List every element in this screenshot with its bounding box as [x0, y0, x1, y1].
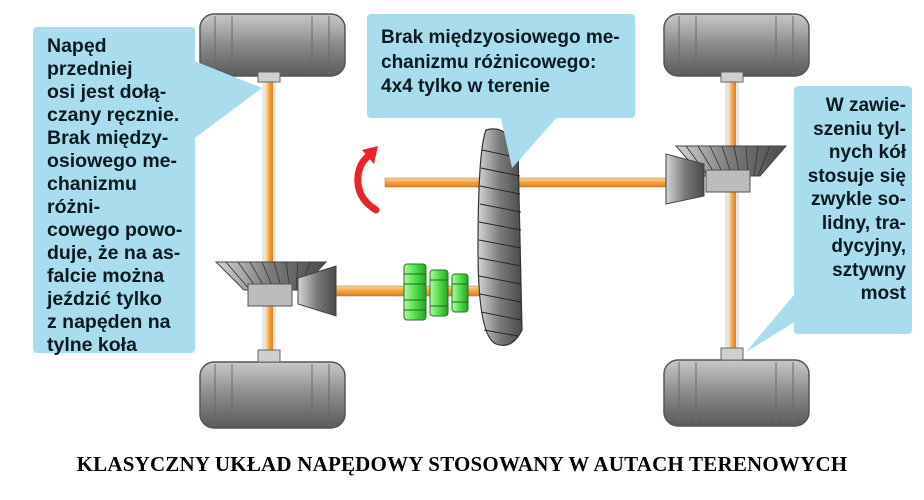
- wheel-rear-left: [199, 361, 346, 429]
- hub-front-right: [720, 71, 744, 83]
- callout-top-pointer: [500, 114, 560, 168]
- hub-rear-left: [257, 349, 281, 363]
- hub-rear-right: [720, 347, 744, 361]
- gearbox-gears: [403, 263, 469, 321]
- callout-center-diff-note: Brak międzyosiowego me- chanizmu różnico…: [367, 14, 635, 118]
- callout-rear-axle-note: W zawie- szeniu tyl- nych kół stosuje si…: [794, 86, 912, 334]
- propeller-shaft-front: [384, 177, 686, 188]
- callout-front-axle-note: Napęd przedniej osi jest dołą- czany ręc…: [33, 27, 195, 356]
- wheel-front-left: [199, 13, 346, 77]
- callout-right-pointer: [746, 290, 798, 352]
- diagram-caption: KLASYCZNY UKŁAD NAPĘDOWY STOSOWANY W AUT…: [76, 452, 848, 476]
- left-axle: [262, 70, 276, 370]
- right-axle: [725, 70, 739, 370]
- differential-right: [665, 145, 788, 205]
- hub-front-left: [257, 71, 281, 83]
- wheel-front-right: [663, 13, 810, 77]
- callout-left-pointer: [192, 60, 262, 140]
- differential-left: [214, 261, 337, 317]
- rotation-arrow-icon: [354, 146, 380, 214]
- wheel-rear-right: [663, 359, 810, 427]
